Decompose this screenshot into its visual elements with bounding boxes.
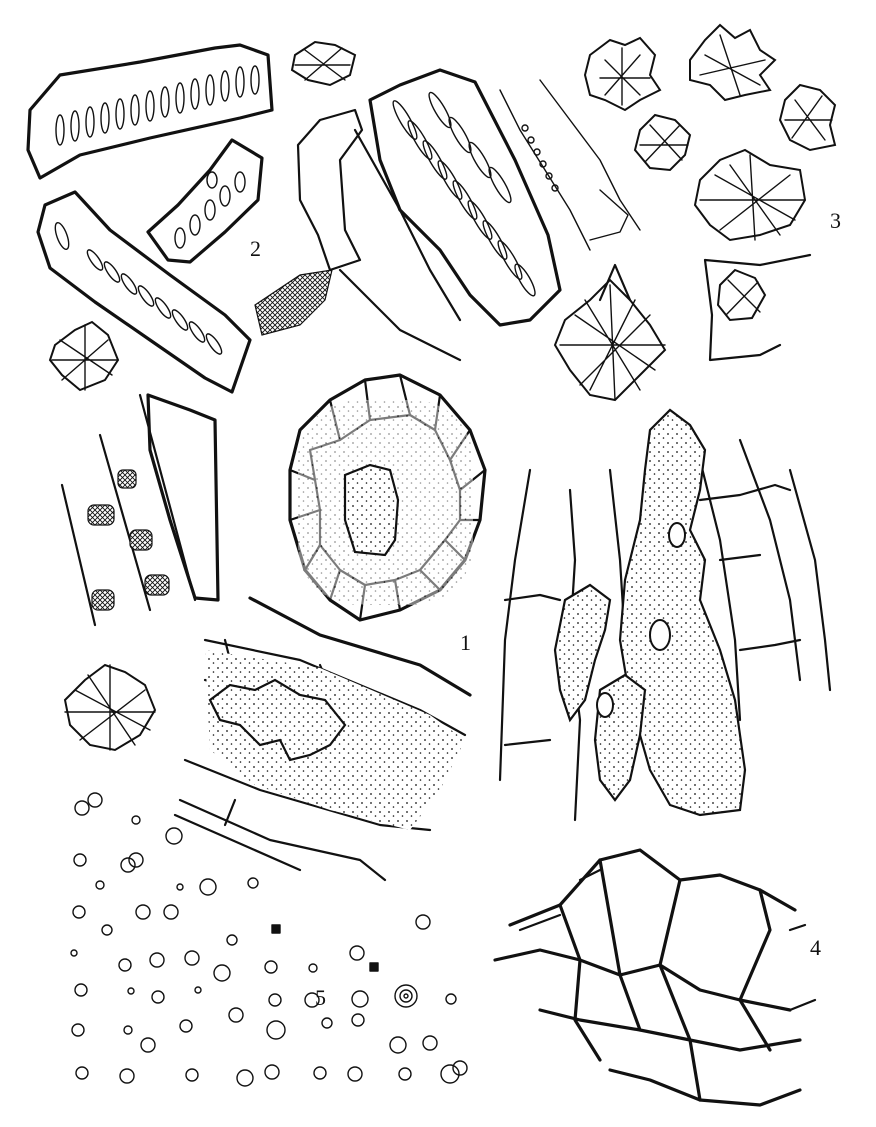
cell-complex-oval bbox=[288, 373, 487, 622]
figure-label-2: 2 bbox=[250, 236, 261, 261]
epidermis-fragment bbox=[173, 596, 472, 882]
vessel-fragment-top bbox=[26, 43, 274, 180]
druse-crystal bbox=[778, 83, 837, 152]
druse-crystal bbox=[689, 23, 777, 102]
vessel-fragment-small bbox=[254, 269, 333, 336]
druse-crystal bbox=[633, 113, 692, 172]
druse-crystal bbox=[290, 40, 357, 87]
vessel-fragment-middle bbox=[146, 138, 264, 264]
secretory-cells-group bbox=[498, 408, 832, 822]
druse-crystal bbox=[63, 663, 157, 752]
figure-label-5: 5 bbox=[315, 985, 326, 1010]
tracheid-group bbox=[60, 393, 220, 627]
figure-label-3: 3 bbox=[830, 208, 841, 233]
figure-label-1: 1 bbox=[460, 630, 471, 655]
figure-label-4: 4 bbox=[810, 935, 821, 960]
starch-grains bbox=[70, 792, 468, 1087]
epidermal-cell-network bbox=[493, 848, 817, 1107]
druse-crystal bbox=[48, 320, 120, 392]
druse-crystal bbox=[703, 253, 812, 362]
vessel-fragment-long bbox=[36, 190, 252, 394]
druse-crystal bbox=[583, 36, 662, 112]
druse-crystal bbox=[693, 148, 807, 242]
scalariform-vessel-central bbox=[296, 68, 641, 362]
druse-crystal bbox=[553, 263, 667, 402]
